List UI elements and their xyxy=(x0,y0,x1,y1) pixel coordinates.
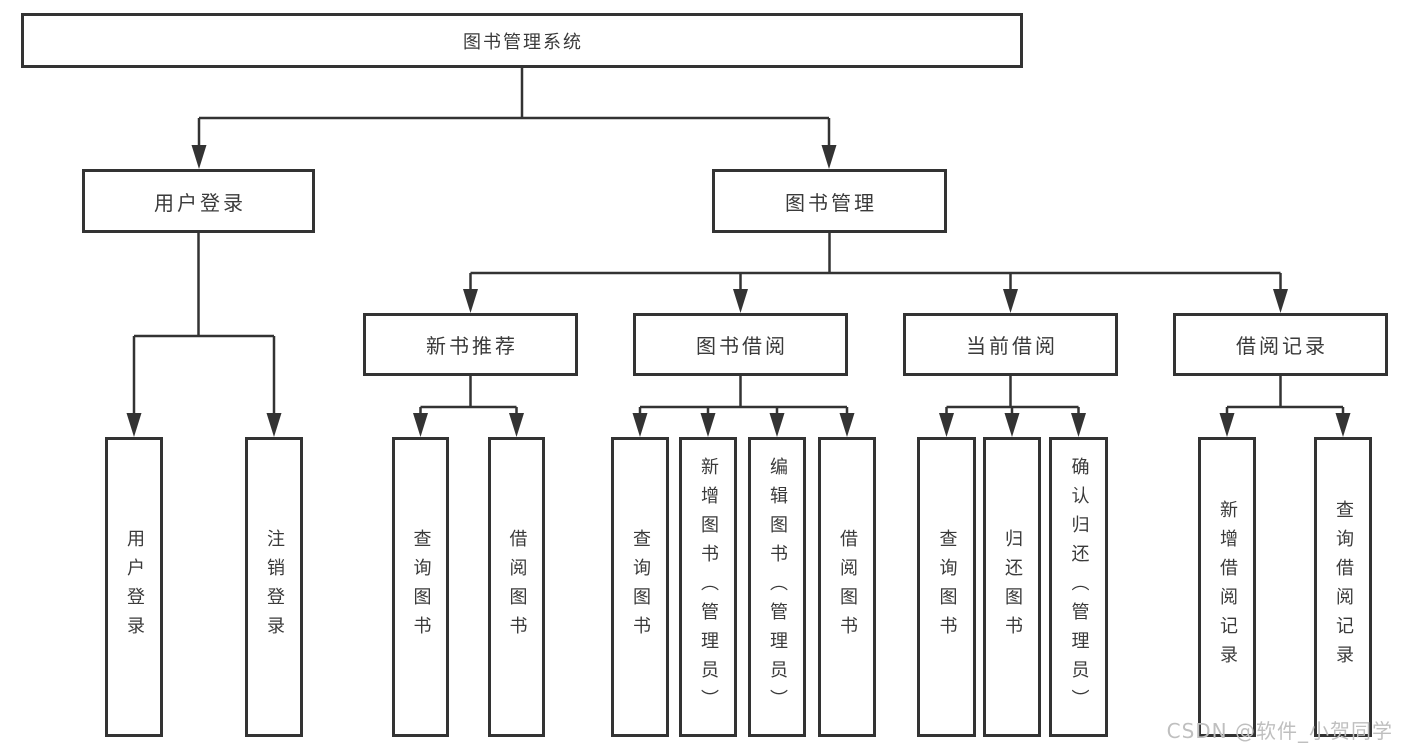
node-label: 新书推荐 xyxy=(426,334,518,358)
leaf-borrow-books-recommend: 借阅图书 xyxy=(488,437,545,737)
node-label: 用户登录 xyxy=(154,190,246,215)
node-label: 注销登录 xyxy=(264,529,285,645)
node-library-management-system: 图书管理系统 xyxy=(21,13,1023,68)
node-label: 编辑图书（管理员） xyxy=(767,456,788,718)
node-label: 用户登录 xyxy=(124,529,145,645)
watermark: CSDN @软件_小贺同学 xyxy=(1166,719,1393,743)
node-label: 查询图书 xyxy=(410,529,432,645)
leaf-confirm-return-admin: 确认归还（管理员） xyxy=(1049,437,1108,737)
leaf-query-borrow-record: 查询借阅记录 xyxy=(1314,437,1372,737)
leaf-add-books-admin: 新增图书（管理员） xyxy=(679,437,737,737)
node-label: 新增借阅记录 xyxy=(1217,500,1238,674)
node-label: 图书借阅 xyxy=(696,334,788,358)
node-label: 确认归还（管理员） xyxy=(1068,456,1090,718)
node-new-book-recommendation: 新书推荐 xyxy=(363,313,578,376)
node-label: 当前借阅 xyxy=(966,334,1058,358)
leaf-query-books-current: 查询图书 xyxy=(917,437,976,737)
leaf-add-borrow-record: 新增借阅记录 xyxy=(1198,437,1256,737)
node-current-borrowing: 当前借阅 xyxy=(903,313,1118,376)
node-label: 新增图书（管理员） xyxy=(698,456,719,718)
leaf-logout-login: 注销登录 xyxy=(245,437,303,737)
node-label: 图书管理 xyxy=(785,190,877,215)
node-borrowing-records: 借阅记录 xyxy=(1173,313,1388,376)
leaf-query-books-recommend: 查询图书 xyxy=(392,437,449,737)
leaf-query-books-borrowing: 查询图书 xyxy=(611,437,669,737)
node-label: 归还图书 xyxy=(1002,529,1023,645)
leaf-user-login: 用户登录 xyxy=(105,437,163,737)
leaf-return-books: 归还图书 xyxy=(983,437,1041,737)
node-label: 借阅记录 xyxy=(1236,334,1328,358)
node-book-borrowing: 图书借阅 xyxy=(633,313,848,376)
node-book-management: 图书管理 xyxy=(712,169,947,233)
node-label: 借阅图书 xyxy=(837,529,858,645)
node-label: 查询借阅记录 xyxy=(1333,500,1354,674)
node-label: 查询图书 xyxy=(936,529,958,645)
leaf-borrow-books-borrowing: 借阅图书 xyxy=(818,437,876,737)
leaf-edit-books-admin: 编辑图书（管理员） xyxy=(748,437,806,737)
node-label: 查询图书 xyxy=(630,529,651,645)
node-user-login: 用户登录 xyxy=(82,169,315,233)
node-label: 借阅图书 xyxy=(506,529,528,645)
node-label: 图书管理系统 xyxy=(463,31,583,53)
